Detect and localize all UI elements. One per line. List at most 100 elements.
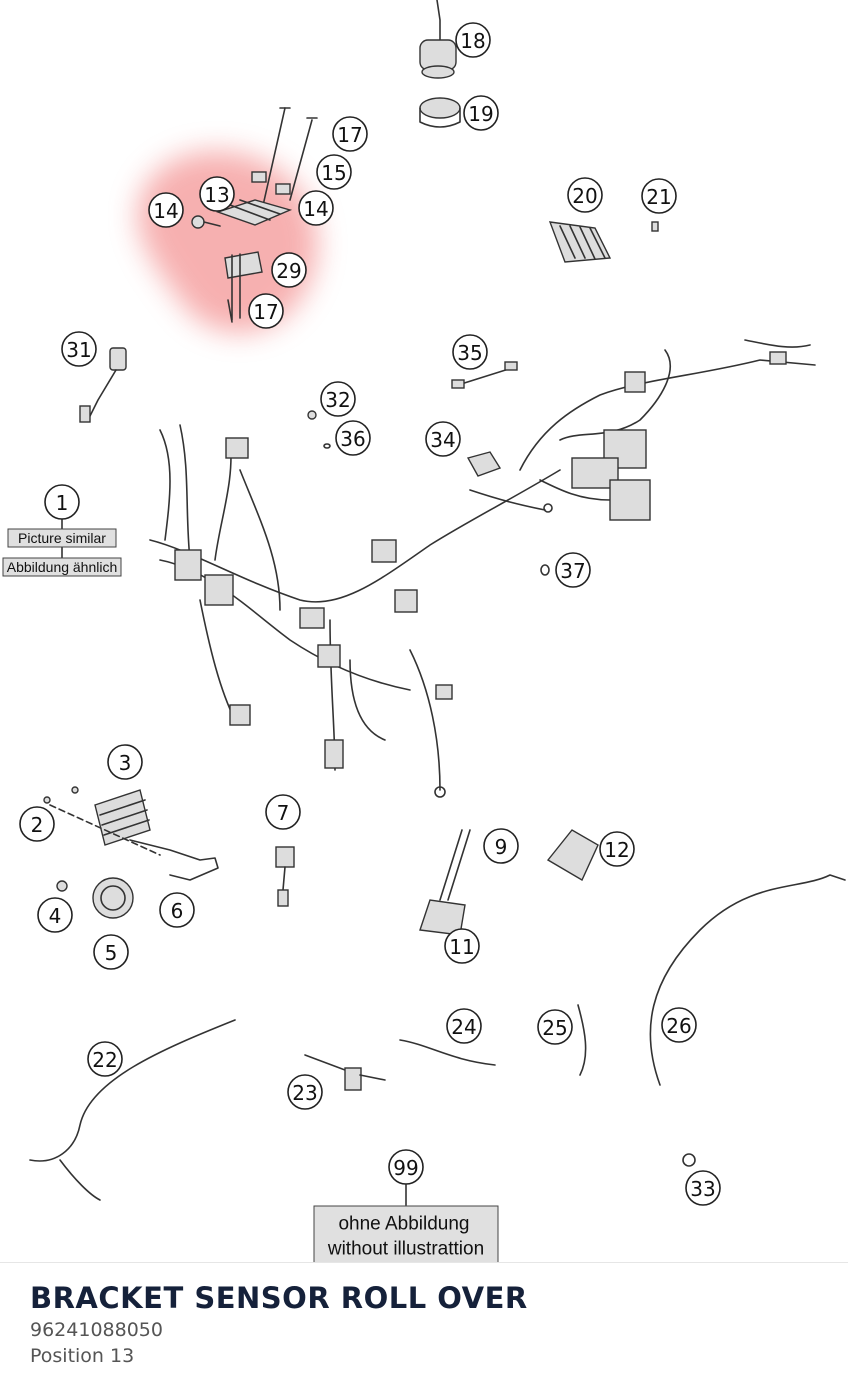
picture-similar-label: Picture similar Abbildung ähnlich (2, 528, 122, 577)
exploded-parts-diagram: Picture similar Abbildung ähnlich ohne A… (2, 0, 846, 1262)
svg-text:15: 15 (321, 161, 346, 185)
part-25-cable (577, 1004, 587, 1076)
svg-text:36: 36 (340, 427, 365, 451)
svg-text:7: 7 (277, 801, 290, 825)
svg-text:17: 17 (253, 300, 278, 324)
callout-23[interactable]: 23 (287, 1074, 323, 1110)
svg-text:33: 33 (690, 1177, 715, 1201)
callout-13[interactable]: 13 (199, 176, 235, 212)
callout-32[interactable]: 32 (320, 381, 356, 417)
part-position: Position 13 (30, 1345, 135, 1367)
callout-36[interactable]: 36 (335, 420, 371, 456)
callout-17-top[interactable]: 17 (332, 116, 368, 152)
callout-14-right[interactable]: 14 (298, 190, 334, 226)
callout-29[interactable]: 29 (271, 252, 307, 288)
svg-text:32: 32 (325, 388, 350, 412)
picture-similar-text: Picture similar (18, 530, 106, 546)
svg-text:12: 12 (604, 838, 629, 862)
part-33-grommet (682, 1153, 696, 1167)
svg-text:35: 35 (457, 341, 482, 365)
part-6-holder (129, 839, 219, 881)
part-35-cable (451, 361, 518, 389)
callout-18[interactable]: 18 (455, 22, 491, 58)
part-20-fuse-block (548, 221, 612, 263)
callout-7[interactable]: 7 (265, 794, 301, 830)
svg-text:26: 26 (666, 1014, 691, 1038)
svg-text:9: 9 (495, 835, 508, 859)
svg-text:99: 99 (393, 1156, 418, 1180)
callout-12[interactable]: 12 (599, 831, 635, 867)
callout-99[interactable]: 99 (388, 1149, 424, 1185)
callout-15[interactable]: 15 (316, 154, 352, 190)
svg-text:34: 34 (430, 428, 455, 452)
callout-1[interactable]: 1 (44, 484, 80, 520)
part-34-relay (466, 451, 502, 477)
part-32-clip (307, 410, 317, 420)
svg-text:4: 4 (49, 904, 62, 928)
svg-text:29: 29 (276, 259, 301, 283)
callout-5[interactable]: 5 (93, 934, 129, 970)
callout-35[interactable]: 35 (452, 334, 488, 370)
part-37-ring (540, 564, 550, 576)
part-18-sensor (419, 0, 457, 79)
svg-text:22: 22 (92, 1048, 117, 1072)
callout-14-left[interactable]: 14 (148, 192, 184, 228)
part-23-sensor (304, 1054, 386, 1091)
svg-text:20: 20 (572, 184, 597, 208)
svg-text:2: 2 (31, 813, 44, 837)
svg-text:14: 14 (153, 199, 178, 223)
callout-9[interactable]: 9 (483, 828, 519, 864)
part-4-nut (56, 880, 68, 892)
callout-6[interactable]: 6 (159, 892, 195, 928)
part-1-wiring-harness (149, 339, 816, 798)
svg-text:25: 25 (542, 1016, 567, 1040)
callout-33[interactable]: 33 (685, 1170, 721, 1206)
svg-text:21: 21 (646, 185, 671, 209)
callout-20[interactable]: 20 (567, 177, 603, 213)
callout-4[interactable]: 4 (37, 897, 73, 933)
ohne-abbildung-text: ohne Abbildung (338, 1214, 469, 1235)
part-21-fuse (651, 221, 659, 232)
svg-text:31: 31 (66, 338, 91, 362)
part-13-bracket-assembly (191, 107, 318, 323)
part-9-11-cable (419, 829, 471, 936)
svg-text:6: 6 (171, 899, 184, 923)
part-number: 96241088050 (30, 1319, 163, 1341)
svg-text:14: 14 (303, 197, 328, 221)
callout-19[interactable]: 19 (463, 95, 499, 131)
part-7-connector (275, 846, 295, 907)
svg-text:24: 24 (451, 1015, 476, 1039)
part-31-sensor (79, 347, 127, 423)
callout-22[interactable]: 22 (87, 1041, 123, 1077)
svg-text:37: 37 (560, 559, 585, 583)
abbildung-aehnlich-text: Abbildung ähnlich (7, 559, 118, 575)
part-26-cable (649, 874, 846, 1086)
part-info-panel: BRACKET SENSOR ROLL OVER 96241088050 Pos… (0, 1262, 848, 1391)
svg-text:11: 11 (449, 935, 474, 959)
svg-text:13: 13 (204, 183, 229, 207)
part-name: BRACKET SENSOR ROLL OVER (30, 1281, 528, 1315)
part-5-horn (92, 877, 134, 919)
part-3-regulator (94, 789, 151, 846)
callout-21[interactable]: 21 (641, 178, 677, 214)
callout-25[interactable]: 25 (537, 1009, 573, 1045)
without-illustration-label: ohne Abbildung without illustrattion (313, 1205, 499, 1262)
callout-24[interactable]: 24 (446, 1008, 482, 1044)
part-19-ring (419, 97, 461, 128)
callout-37[interactable]: 37 (555, 552, 591, 588)
part-22-cable (29, 1019, 236, 1162)
svg-text:23: 23 (292, 1081, 317, 1105)
callout-26[interactable]: 26 (661, 1007, 697, 1043)
callout-31[interactable]: 31 (61, 331, 97, 367)
svg-text:19: 19 (468, 102, 493, 126)
callout-2[interactable]: 2 (19, 806, 55, 842)
callout-17-bottom[interactable]: 17 (248, 293, 284, 329)
callout-34[interactable]: 34 (425, 421, 461, 457)
part-12-module (546, 829, 599, 881)
highlight-region (137, 151, 318, 333)
callout-3[interactable]: 3 (107, 744, 143, 780)
svg-text:3: 3 (119, 751, 132, 775)
callout-11[interactable]: 11 (444, 928, 480, 964)
part-24-cable (399, 1039, 496, 1066)
without-illustration-text: without illustrattion (327, 1239, 484, 1260)
